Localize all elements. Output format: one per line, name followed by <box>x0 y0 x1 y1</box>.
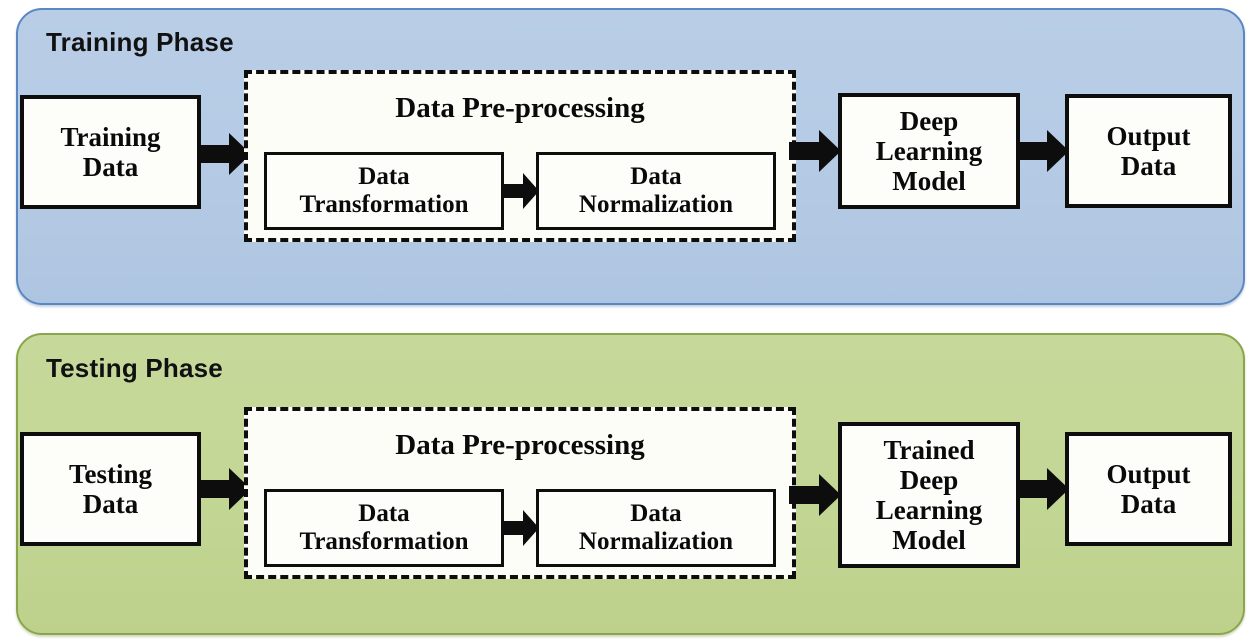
testing-output-data-box: Output Data <box>1065 432 1232 546</box>
testing-transformation-line-1: Data <box>358 500 410 527</box>
training-model-box: Deep Learning Model <box>838 93 1020 209</box>
training-transformation-line-2: Transformation <box>299 191 469 218</box>
testing-data-transformation-box: Data Transformation <box>264 489 504 567</box>
arrow-testing-transformation-to-normalization <box>503 510 539 546</box>
training-data-line-1: Training <box>60 121 161 152</box>
arrow-training-input-to-preprocessing <box>199 133 251 175</box>
arrow-testing-model-to-output <box>1017 468 1069 510</box>
training-phase-title: Training Phase <box>46 27 234 57</box>
testing-trained-model-box: Trained Deep Learning Model <box>838 422 1020 568</box>
training-normalization-line-2: Normalization <box>578 191 734 218</box>
testing-data-line-2: Data <box>82 489 139 519</box>
testing-data-normalization-box: Data Normalization <box>536 489 776 567</box>
testing-model-line-4: Model <box>892 525 966 556</box>
testing-model-line-1: Trained <box>883 434 975 465</box>
arrow-training-transformation-to-normalization <box>503 173 539 209</box>
arrow-training-preprocessing-to-model <box>789 130 841 172</box>
training-preprocessing-title: Data Pre-processing <box>395 92 645 124</box>
training-model-line-3: Model <box>892 166 966 197</box>
training-model-line-1: Deep <box>899 105 959 136</box>
testing-preprocessing-title: Data Pre-processing <box>395 429 645 461</box>
testing-normalization-line-1: Data <box>630 500 682 527</box>
testing-model-line-3: Learning <box>875 495 983 525</box>
training-data-box: Training Data <box>20 95 201 209</box>
training-output-data-box: Output Data <box>1065 94 1232 208</box>
testing-phase-title: Testing Phase <box>46 353 223 383</box>
arrow-training-model-to-output <box>1017 130 1069 172</box>
training-data-line-2: Data <box>82 152 139 182</box>
testing-data-line-1: Testing <box>68 458 153 489</box>
training-output-line-1: Output <box>1106 120 1191 151</box>
training-output-line-2: Data <box>1120 151 1177 181</box>
training-normalization-line-1: Data <box>630 163 682 190</box>
testing-output-line-2: Data <box>1120 489 1177 519</box>
testing-model-line-2: Deep <box>899 464 959 495</box>
testing-normalization-line-2: Normalization <box>578 528 734 555</box>
testing-output-line-1: Output <box>1106 458 1191 489</box>
arrow-testing-input-to-preprocessing <box>199 468 251 510</box>
training-transformation-line-1: Data <box>358 163 410 190</box>
testing-data-box: Testing Data <box>20 432 201 546</box>
training-model-line-2: Learning <box>875 135 983 166</box>
training-data-transformation-box: Data Transformation <box>264 152 504 230</box>
training-data-normalization-box: Data Normalization <box>536 152 776 230</box>
testing-transformation-line-2: Transformation <box>299 528 469 555</box>
arrow-testing-preprocessing-to-model <box>789 474 841 516</box>
